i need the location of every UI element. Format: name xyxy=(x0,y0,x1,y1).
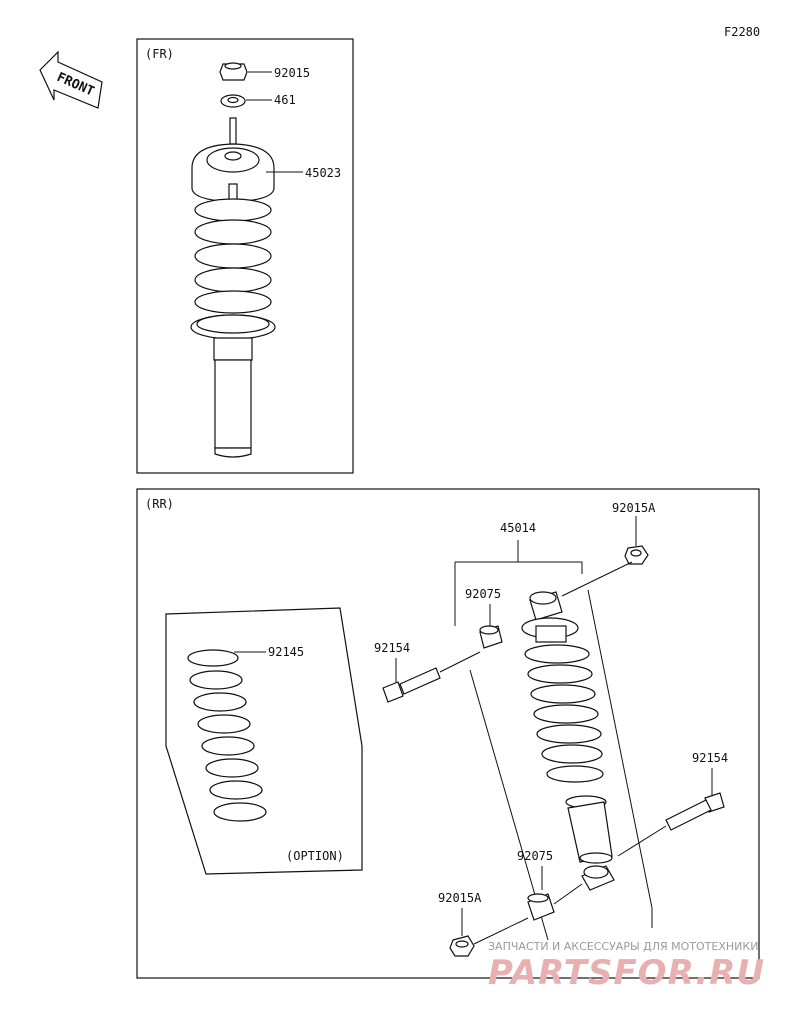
rear-part-label: 92075 xyxy=(465,587,501,601)
rear-section-tag: (RR) xyxy=(145,497,174,511)
rear-right-bolt-icon xyxy=(665,792,725,831)
option-spring-frame xyxy=(165,607,363,875)
front-part-label: 45023 xyxy=(305,166,341,180)
rear-left-bolt-icon xyxy=(382,667,441,703)
rear-part-label: 92145 xyxy=(268,645,304,659)
front-part-label: 92015 xyxy=(274,66,310,80)
rear-bottom-nut-icon xyxy=(449,935,475,957)
figure-code: F2280 xyxy=(724,25,760,39)
rear-lower-bushing-icon xyxy=(527,893,555,921)
rear-part-label: 92154 xyxy=(374,641,410,655)
front-arrow-icon: FRONT xyxy=(39,50,103,109)
rear-part-label: 92075 xyxy=(517,849,553,863)
front-shock-absorber-icon xyxy=(190,117,276,458)
rear-shock-absorber-icon xyxy=(521,591,615,891)
rear-part-label: 92154 xyxy=(692,751,728,765)
watermark-tagline: ЗАПЧАСТИ И АКСЕССУАРЫ ДЛЯ МОТОТЕХНИКИ xyxy=(488,940,758,953)
rear-top-nut-icon xyxy=(624,545,649,565)
option-label: (OPTION) xyxy=(286,849,344,863)
front-section-tag: (FR) xyxy=(145,47,174,61)
optional-coil-spring-icon xyxy=(187,649,267,822)
rear-part-label: 92015A xyxy=(438,891,482,905)
front-section-frame xyxy=(136,38,354,474)
rear-part-label: 92015A xyxy=(612,501,656,515)
rear-section-frame xyxy=(136,488,760,979)
front-part-label: 461 xyxy=(274,93,296,107)
watermark-brand: PARTSFOR.RU xyxy=(488,953,765,993)
front-nut-icon xyxy=(219,62,248,81)
rear-part-label: 45014 xyxy=(500,521,536,535)
rear-upper-bushing-icon xyxy=(479,625,503,649)
front-washer-icon xyxy=(220,94,246,108)
